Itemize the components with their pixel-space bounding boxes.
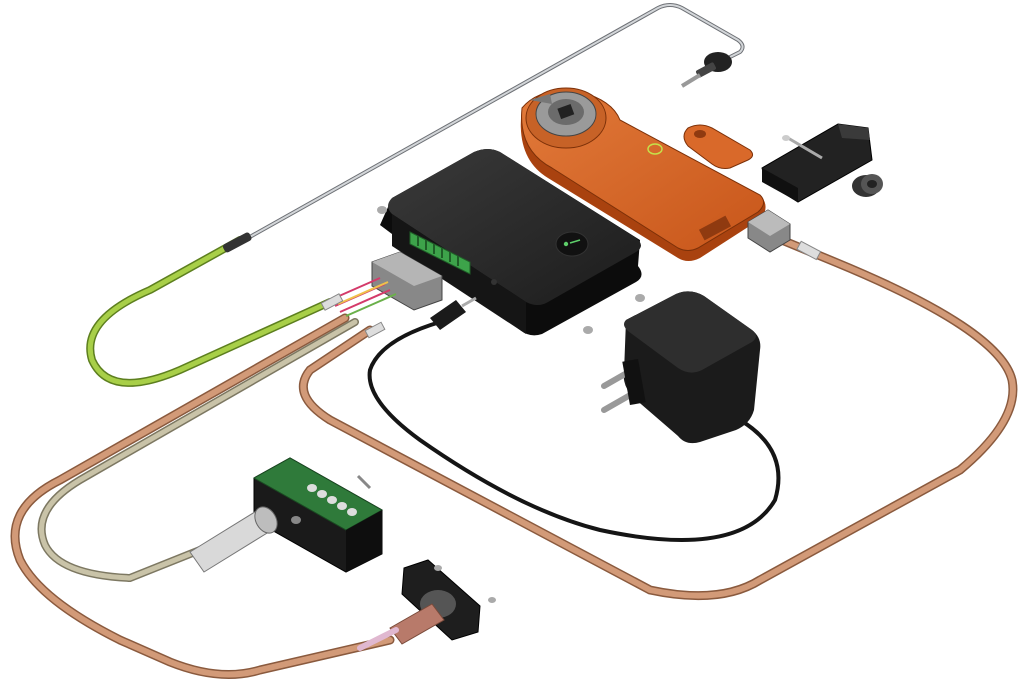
terminal-strip (409, 231, 471, 275)
terminal-block-module (189, 457, 384, 573)
copper-cable-connector (747, 209, 822, 261)
power-adapter (601, 291, 761, 444)
temperature-probe (222, 3, 745, 253)
sensor-barrel (189, 506, 278, 573)
rotary-coupling (525, 87, 607, 149)
cable-black-power (367, 320, 781, 542)
controller-box (377, 149, 645, 336)
mounting-bracket (761, 123, 873, 203)
plug-prongs (601, 358, 646, 413)
probe-gland (680, 52, 732, 88)
cable-copper-right (298, 231, 1018, 601)
wire-connector-block (320, 251, 443, 339)
cable-green (86, 236, 334, 387)
panel-mount-connector (357, 559, 496, 651)
screw-terminals (307, 484, 357, 516)
status-led-button[interactable] (555, 231, 589, 257)
cable-grey-left (37, 318, 359, 583)
power-plug (430, 296, 477, 330)
mounting-spacer (852, 174, 883, 197)
mounting-screw (377, 206, 645, 334)
orange-clip (683, 124, 754, 169)
motor-drive-housing (520, 87, 766, 261)
cable-copper-left (10, 313, 395, 679)
